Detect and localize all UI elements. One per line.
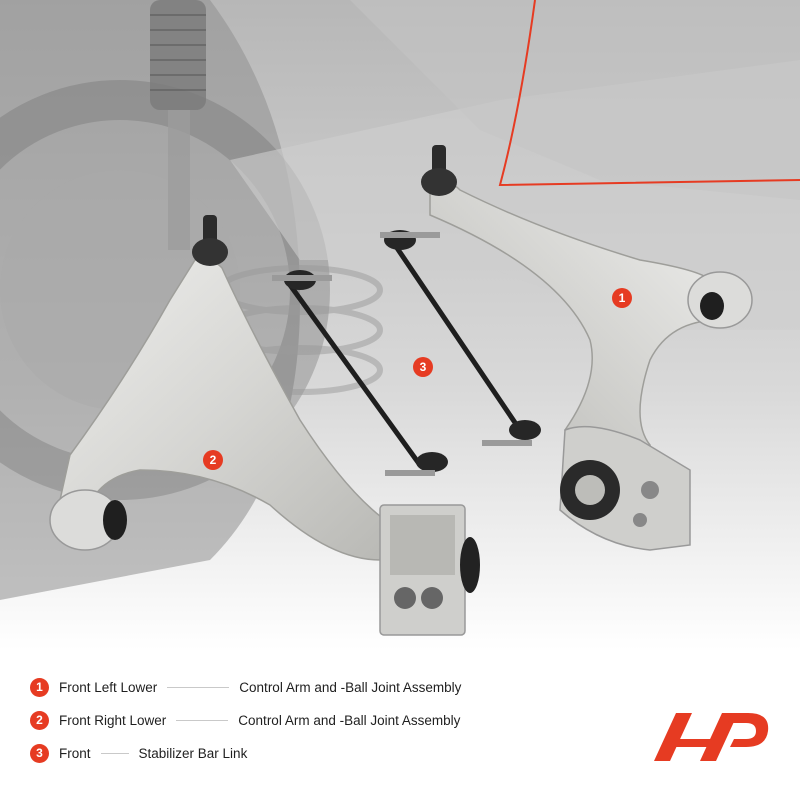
parts-legend: 1 Front Left Lower Control Arm and -Ball…	[0, 660, 800, 800]
legend-leader-line	[100, 752, 129, 754]
callout-badge-2: 2	[203, 450, 223, 470]
legend-item: 2 Front Right Lower Control Arm and -Bal…	[30, 708, 460, 732]
legend-number-badge: 2	[30, 710, 49, 730]
stabilizer-links	[272, 230, 541, 476]
legend-number-badge: 1	[30, 677, 49, 697]
legend-part-name: Control Arm and -Ball Joint Assembly	[238, 712, 461, 728]
callout-badge-1: 1	[612, 288, 632, 308]
legend-part-name: Control Arm and -Ball Joint Assembly	[239, 679, 462, 695]
legend-item: 3 Front Stabilizer Bar Link	[30, 741, 247, 765]
legend-leader-line	[176, 719, 229, 721]
legend-item: 1 Front Left Lower Control Arm and -Ball…	[30, 675, 461, 699]
legend-part-position: Front	[59, 745, 91, 761]
control-arm-right	[49, 215, 480, 636]
legend-part-position: Front Right Lower	[59, 712, 167, 728]
callout-badge-3: 3	[413, 357, 433, 377]
legend-part-name: Stabilizer Bar Link	[138, 745, 248, 761]
product-scene	[0, 0, 800, 650]
legend-part-position: Front Left Lower	[59, 679, 158, 695]
legend-leader-line	[167, 686, 230, 688]
control-arm-left	[421, 145, 753, 551]
legend-number-badge: 3	[30, 743, 49, 763]
brand-logo-icon	[654, 713, 769, 761]
